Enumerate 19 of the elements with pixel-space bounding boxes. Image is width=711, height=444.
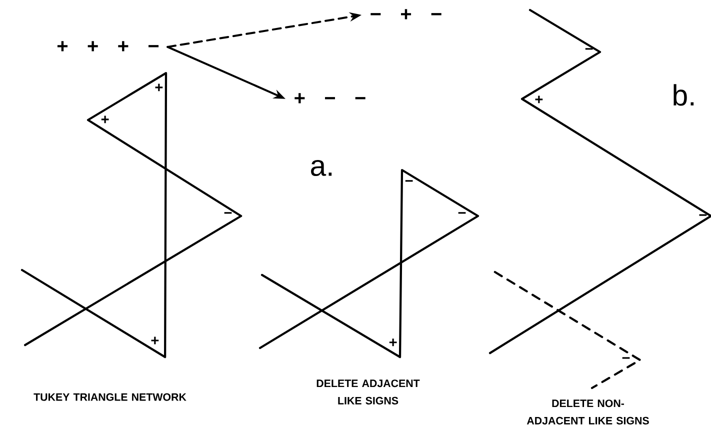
sign-sequence: − + − [370, 9, 442, 20]
sign-label: + [389, 338, 397, 346]
sign-label: + [155, 84, 163, 92]
panel-letter: a. [311, 160, 332, 176]
sign-label: − [585, 48, 593, 50]
sign-label: + [101, 116, 109, 124]
caption: TUKEY TRIANGLE NETWORK [34, 393, 186, 401]
sign-label: − [699, 214, 707, 216]
sign-label: + [151, 336, 159, 344]
sign-sequence: + + + − [57, 41, 159, 52]
panel-letter: b. [674, 84, 694, 106]
sign-label: + [535, 96, 543, 104]
caption: DELETE ADJACENT LIKE SIGNS [316, 380, 420, 404]
sign-label: − [458, 212, 466, 214]
caption: DELETE NON-ADJACENT LIKE SIGNS [526, 400, 649, 424]
sign-label: − [405, 180, 413, 182]
sign-sequence: + − − [294, 93, 366, 104]
sign-label: − [224, 212, 232, 214]
sign-label: − [622, 357, 630, 359]
